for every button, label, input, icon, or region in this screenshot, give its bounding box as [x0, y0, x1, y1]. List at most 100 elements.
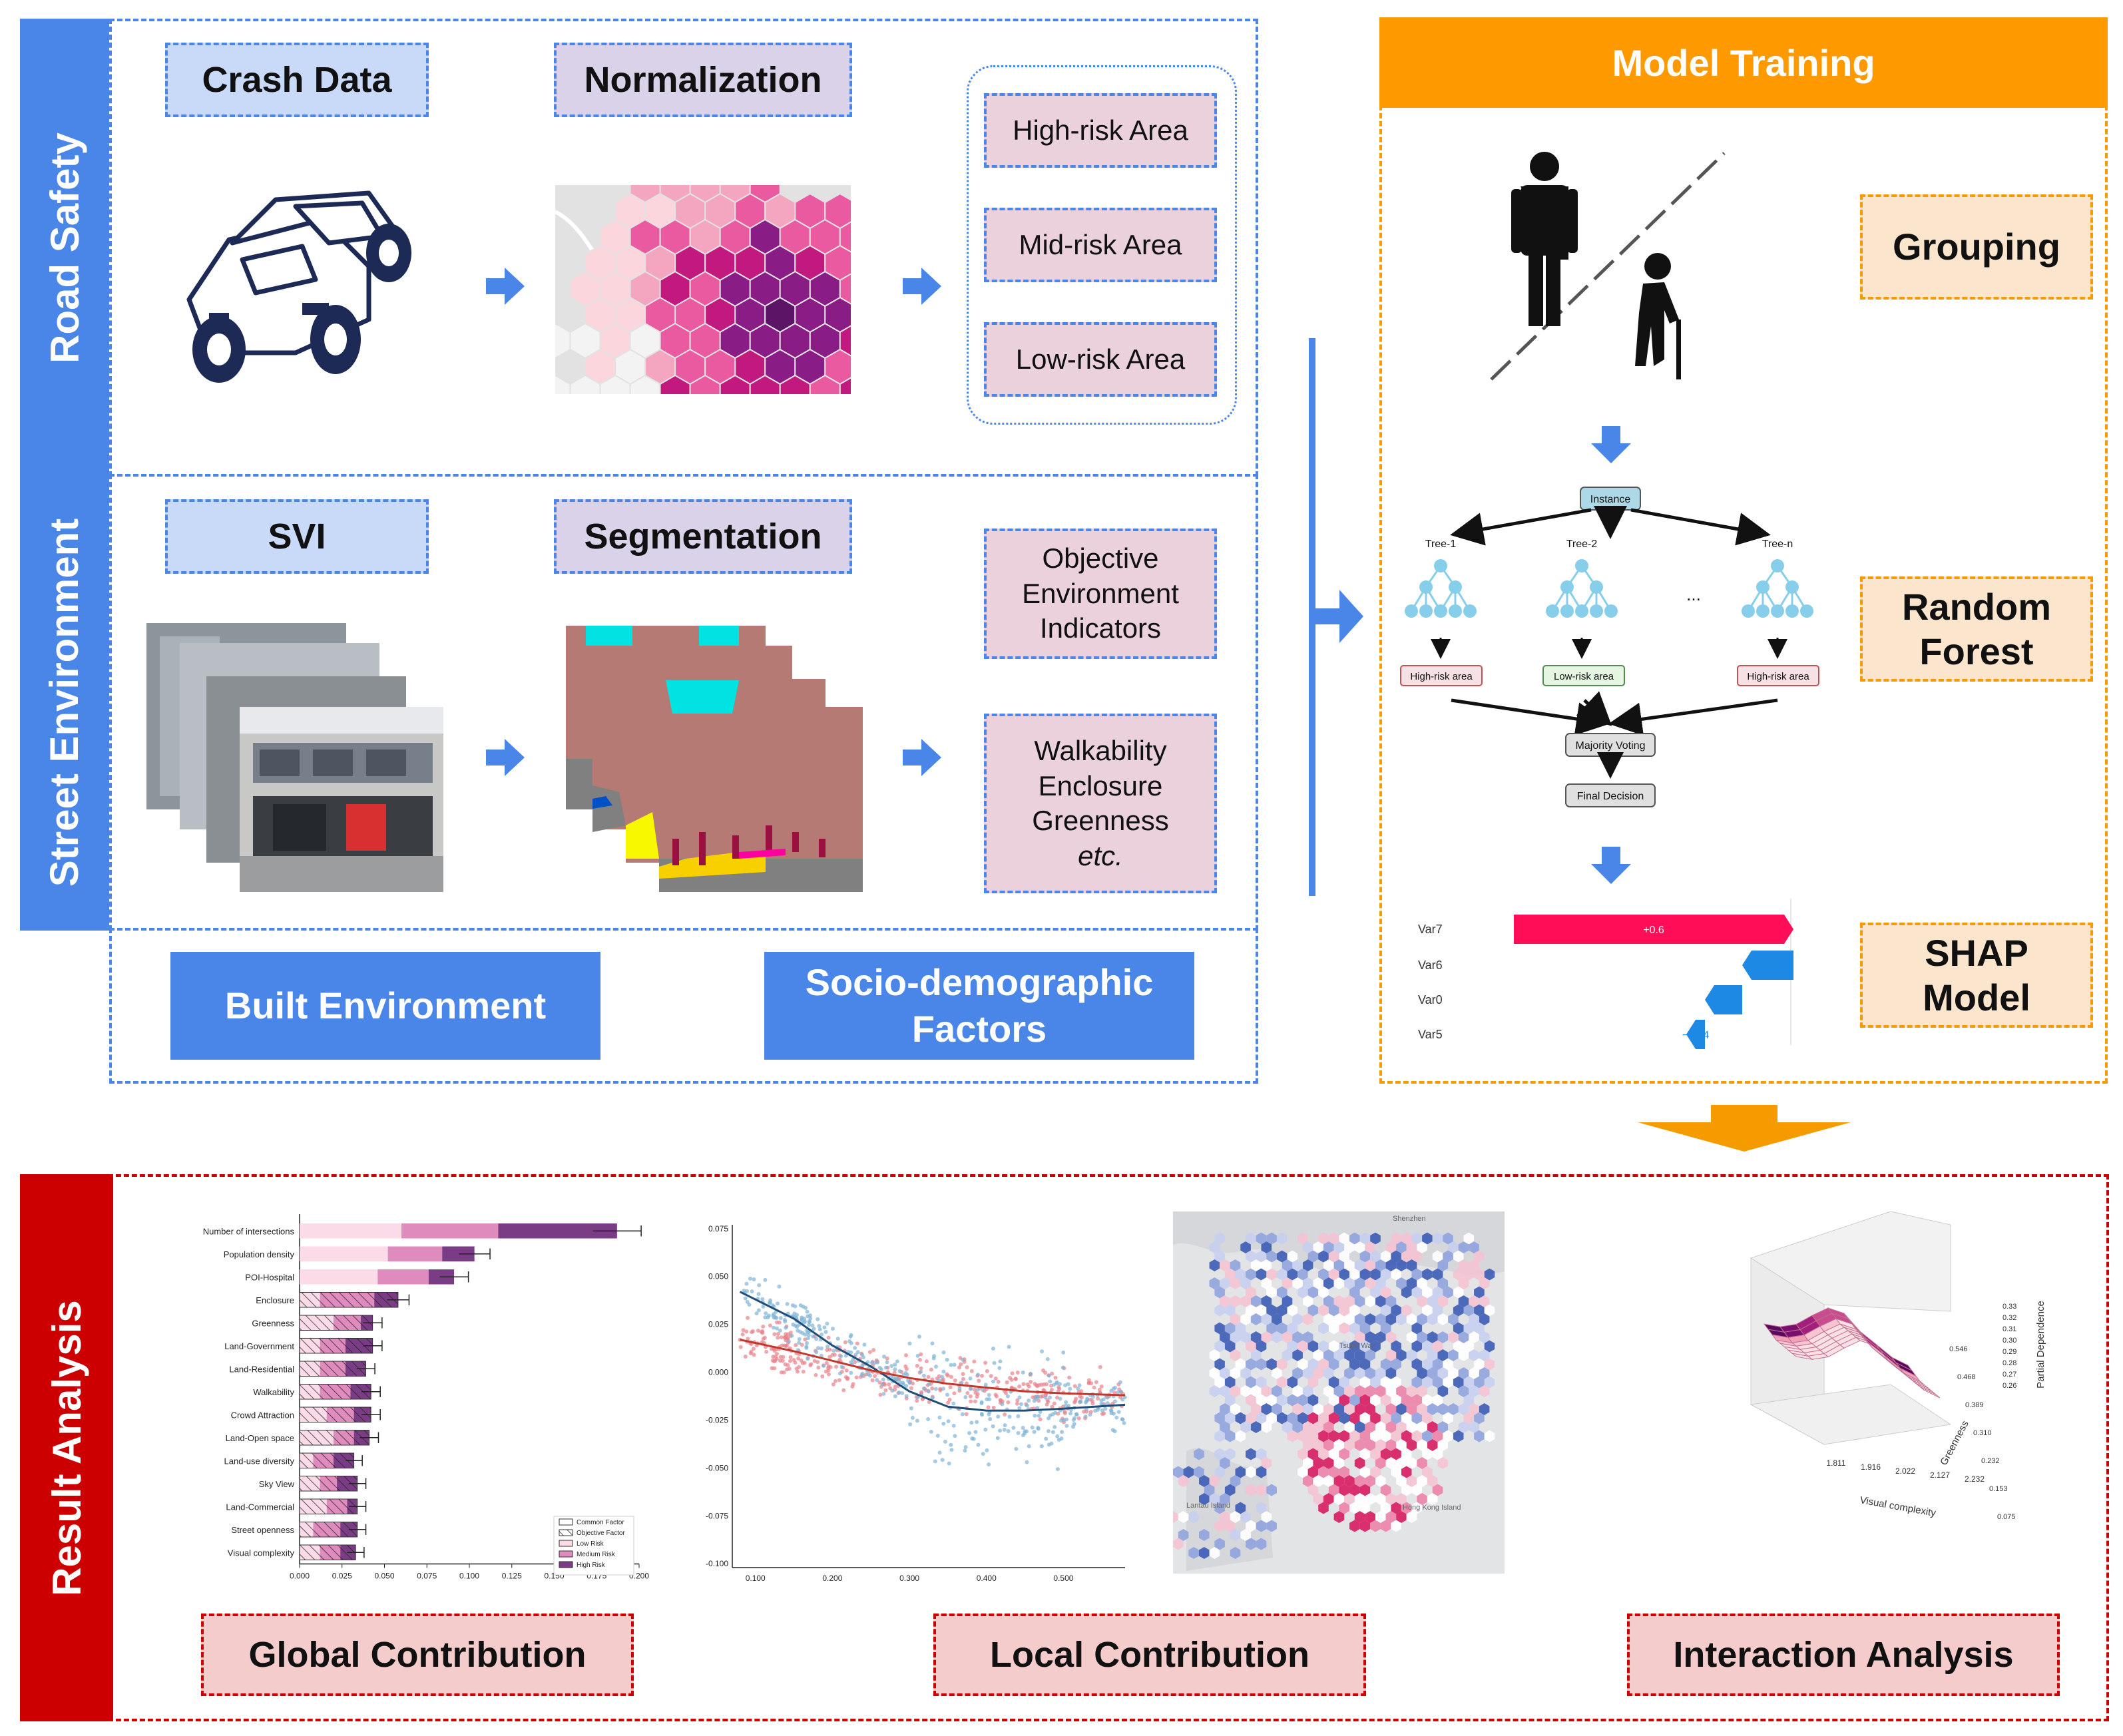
- hex-cell: [1220, 1259, 1230, 1271]
- scatter-point: [824, 1361, 829, 1365]
- hex-cell: [1188, 1547, 1199, 1559]
- x-tick-label: 0.050: [374, 1572, 394, 1581]
- hex-cell: [1318, 1232, 1329, 1245]
- z-tick-label: 0.32: [2003, 1314, 2016, 1322]
- bar-segment: [387, 1246, 443, 1261]
- scatter-point: [948, 1385, 953, 1390]
- hex-cell: [1391, 1520, 1401, 1532]
- built-environment-box: Built Environment: [170, 952, 600, 1060]
- hex-cell: [1224, 1322, 1236, 1335]
- hex-cell: [1224, 1376, 1236, 1389]
- hex-cell: [1333, 1439, 1345, 1451]
- hex-cell: [1375, 1331, 1386, 1343]
- hex-cell: [1339, 1466, 1349, 1478]
- hex-cell: [1422, 1232, 1433, 1245]
- road-safety-sidebar: Road Safety: [20, 19, 109, 477]
- scatter-point: [1072, 1416, 1077, 1420]
- hex-cell: [1370, 1268, 1381, 1281]
- hex-cell: [1287, 1250, 1298, 1263]
- hex-cell: [1344, 1421, 1355, 1433]
- scatter-point: [961, 1357, 965, 1362]
- hex-cell: [1261, 1385, 1272, 1397]
- hex-cell: [1323, 1457, 1334, 1469]
- hex-cell: [1458, 1403, 1469, 1415]
- hex-cell: [1224, 1430, 1236, 1442]
- shap-value-label: −0.08: [1710, 995, 1738, 1006]
- scatter-point: [816, 1346, 820, 1351]
- hex-cell: [1380, 1394, 1391, 1407]
- hex-cell: [1359, 1448, 1371, 1460]
- scatter-point: [1025, 1403, 1029, 1408]
- scatter-point: [1044, 1382, 1049, 1387]
- scatter-point: [818, 1327, 822, 1332]
- x-tick-label: 2.127: [1930, 1470, 1950, 1480]
- hex-cell: [1458, 1295, 1469, 1307]
- hex-cell: [1318, 1466, 1329, 1478]
- hex-cell: [1318, 1412, 1329, 1424]
- hex-cell: [1220, 1493, 1230, 1505]
- hex-cell: [1246, 1250, 1256, 1263]
- scatter-point: [750, 1289, 754, 1294]
- hex-cell: [1469, 1367, 1479, 1379]
- hex-cell: [1209, 1349, 1220, 1361]
- hex-cell: [1437, 1277, 1449, 1289]
- hex-cell: [1214, 1448, 1225, 1460]
- scatter-point: [766, 1315, 770, 1320]
- hex-cell: [1246, 1358, 1256, 1371]
- hex-cell: [1214, 1358, 1225, 1371]
- hex-cell: [1385, 1403, 1397, 1415]
- scatter-point: [986, 1405, 991, 1410]
- hex-cell: [1484, 1376, 1495, 1389]
- x-tick-label: 0.075: [417, 1572, 437, 1581]
- scatter-point: [1048, 1379, 1053, 1384]
- shap-var-label: Var7: [1418, 923, 1443, 936]
- hex-cell: [1266, 1322, 1277, 1335]
- hex-cell: [1323, 1277, 1334, 1289]
- scatter-point: [969, 1399, 973, 1404]
- hex-cell: [1302, 1421, 1313, 1433]
- hex-cell: [1261, 1403, 1272, 1415]
- scatter-point: [979, 1401, 984, 1406]
- hex-cell: [1261, 1241, 1272, 1253]
- scatter-point: [1043, 1395, 1048, 1400]
- scatter-point: [772, 1325, 776, 1330]
- hex-cell: [1292, 1277, 1303, 1289]
- local-contribution-label: Local Contribution: [933, 1614, 1366, 1696]
- hex-cell: [1323, 1385, 1334, 1397]
- hex-cell: [1422, 1340, 1433, 1353]
- hex-cell: [1375, 1385, 1386, 1397]
- z-tick-label: 0.27: [2003, 1371, 2016, 1379]
- hex-cell: [1370, 1340, 1381, 1353]
- scatter-point: [1044, 1436, 1049, 1441]
- hex-cell: [1365, 1403, 1375, 1415]
- hex-cell: [1318, 1340, 1329, 1353]
- hex-cell: [1474, 1304, 1485, 1317]
- scatter-point: [983, 1383, 988, 1387]
- scatter-point: [983, 1361, 988, 1365]
- hex-cell: [1354, 1493, 1365, 1505]
- hex-cell: [1359, 1502, 1371, 1514]
- hex-cell: [1370, 1412, 1381, 1424]
- scatter-point: [844, 1368, 849, 1373]
- hex-cell: [1246, 1520, 1256, 1532]
- category-label: Visual complexity: [228, 1548, 295, 1558]
- hex-cell: [1276, 1394, 1288, 1407]
- hex-cell: [1349, 1520, 1360, 1532]
- scatter-point: [746, 1337, 750, 1341]
- hex-cell: [1328, 1466, 1339, 1478]
- shap-bar: [1705, 985, 1742, 1014]
- hex-cell: [1380, 1268, 1391, 1281]
- scatter-point: [794, 1313, 799, 1317]
- scatter-point: [915, 1363, 919, 1368]
- hex-cell: [1448, 1367, 1459, 1379]
- hex-cell: [1417, 1313, 1427, 1325]
- scatter-point: [1029, 1372, 1033, 1377]
- scatter-point: [775, 1326, 780, 1331]
- hex-cell: [1437, 1331, 1449, 1343]
- factors-frame: [109, 928, 1258, 1084]
- hex-cell: [1235, 1358, 1246, 1371]
- scatter-point: [750, 1330, 754, 1335]
- scatter-point: [1004, 1391, 1009, 1395]
- rf-leaf: High-risk area: [1747, 671, 1809, 682]
- random-forest-line-1: Random: [1902, 585, 2051, 628]
